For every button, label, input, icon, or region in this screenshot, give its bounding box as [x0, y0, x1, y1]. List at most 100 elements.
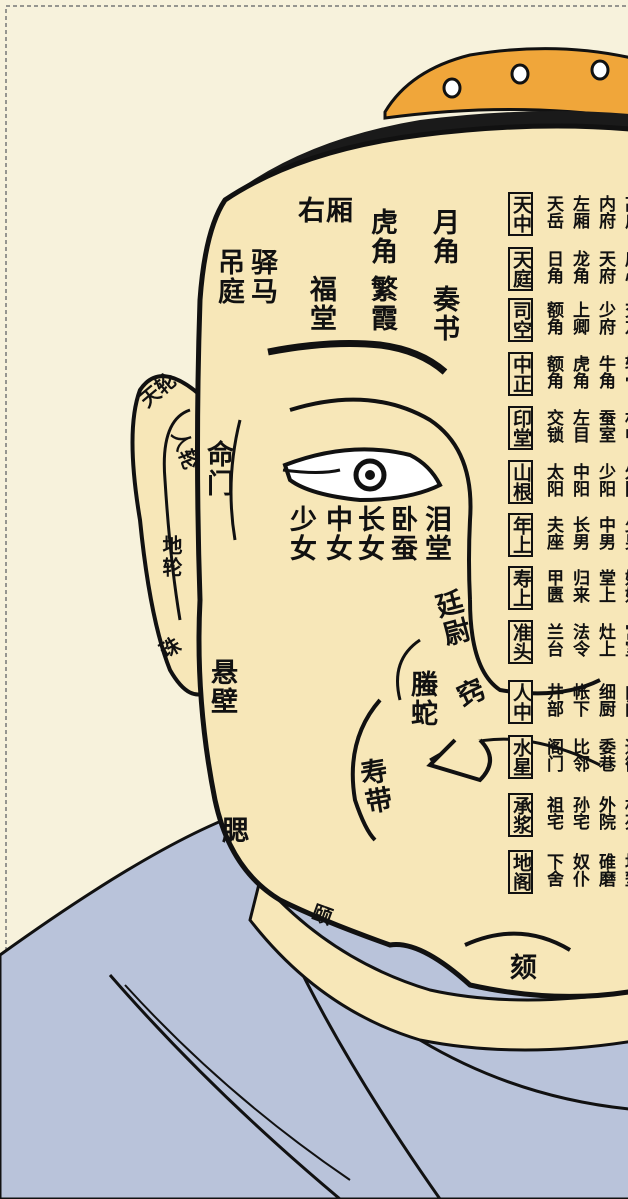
zone-subpart: 额角 [543, 355, 563, 389]
zone-subpart: 姑姊 [621, 569, 628, 603]
zone-subpart: 太阳 [543, 463, 563, 497]
zone-subpart: 少阳 [595, 463, 615, 497]
zone-subpart: 额角 [543, 301, 563, 335]
zone-box: 年上 [508, 513, 533, 557]
zone-subpart: 日角 [543, 250, 563, 284]
eye-lash [282, 468, 341, 474]
zone-box: 天庭 [508, 247, 533, 291]
zone-subpart: 下舍 [543, 853, 563, 887]
label-you-xiang: 右厢 [298, 196, 354, 227]
zone-box: 寿上 [508, 566, 533, 610]
robe-fold [108, 974, 341, 1199]
label-zou-shu: 奏书 [428, 285, 459, 343]
zone-subpart: 碓磨 [595, 853, 615, 887]
zone-subpart: 井部 [543, 683, 563, 717]
zone-box: 天中 [508, 192, 533, 236]
zone-subpart: 堂上 [595, 569, 615, 603]
zone-subpart: 夫座 [543, 516, 563, 550]
label-ming-men: 命门 [202, 440, 233, 498]
zone-subpart: 天岳 [543, 195, 563, 229]
label-fu-tang: 福堂 [305, 275, 336, 333]
zone-subpart: 委巷 [595, 738, 615, 772]
eye-pupil [365, 470, 375, 480]
label-zhang-nv: 长女 [353, 505, 384, 563]
zone-box: 司空 [508, 298, 533, 342]
label-di-lun: 地轮 [159, 535, 183, 579]
zone-subpart: 辅骨 [621, 355, 628, 389]
zone-subpart: 左厢 [569, 195, 589, 229]
zone-box: 中正 [508, 352, 533, 396]
cheek-line [229, 419, 242, 541]
zone-box: 准头 [508, 620, 533, 664]
zone-subpart: 内府 [595, 195, 615, 229]
zone-subpart: 阁门 [543, 738, 563, 772]
zone-box: 地阁 [508, 850, 533, 894]
zone-subpart: 高广 [621, 195, 628, 229]
robe-fold [124, 984, 351, 1181]
zone-subpart: 外阳 [621, 463, 628, 497]
label-teng-she: 螣蛇 [406, 670, 437, 728]
eyebrow [267, 340, 448, 375]
zone-subpart: 内阁 [621, 683, 628, 717]
label-yi-ma: 驿马 [246, 248, 277, 306]
cap-button [510, 63, 530, 85]
zone-subpart: 通衢 [621, 738, 628, 772]
zone-box: 山根 [508, 460, 533, 504]
cap-button [442, 77, 462, 99]
label-zhong-nv: 中女 [321, 505, 352, 563]
zone-subpart: 林苑 [621, 796, 628, 830]
zone-subpart: 甲匮 [543, 569, 563, 603]
zone-box: 人中 [508, 680, 533, 724]
zone-subpart: 中阳 [569, 463, 589, 497]
zone-subpart: 帐下 [569, 683, 589, 717]
zone-subpart: 龙角 [569, 250, 589, 284]
zone-subpart: 灶上 [595, 623, 615, 657]
zone-subpart: 天府 [595, 250, 615, 284]
zone-subpart: 孙宅 [569, 796, 589, 830]
zone-subpart: 细厨 [595, 683, 615, 717]
label-lei-tang: 泪堂 [420, 505, 451, 563]
label-diao-ting: 吊庭 [213, 248, 244, 306]
zone-subpart: 上卿 [569, 301, 589, 335]
zone-subpart: 法令 [569, 623, 589, 657]
zone-box: 水星 [508, 735, 533, 779]
zone-subpart: 房心 [621, 250, 628, 284]
smile-line [350, 698, 382, 842]
label-shao-nv: 少女 [285, 505, 316, 563]
zone-subpart: 兰台 [543, 623, 563, 657]
label-xuan-bi: 悬壁 [206, 658, 237, 716]
zone-subpart: 少男 [621, 516, 628, 550]
zone-subpart: 林中 [621, 409, 628, 443]
ear-inner [162, 408, 191, 621]
cap [383, 47, 628, 120]
zone-subpart: 比邻 [569, 738, 589, 772]
zone-subpart: 少府 [595, 301, 615, 335]
ear [130, 374, 212, 697]
zone-subpart: 牛角 [595, 355, 615, 389]
zone-box: 承浆 [508, 793, 533, 837]
nose-wing [426, 738, 492, 783]
nasolabial-fold [396, 638, 421, 701]
label-ke: 颏 [510, 953, 538, 984]
zone-subpart: 坑堑 [621, 853, 628, 887]
nose [468, 599, 601, 696]
label-fan-xia: 繁霞 [366, 275, 397, 333]
zone-subpart: 交锁 [543, 409, 563, 443]
brow-curve [289, 397, 473, 601]
zone-subpart: 蚕室 [595, 409, 615, 443]
label-sai: 腮 [222, 816, 250, 847]
zone-subpart: 左目 [569, 409, 589, 443]
page-border [5, 5, 628, 1194]
zone-subpart: 虎角 [569, 355, 589, 389]
zone-subpart: 外院 [595, 796, 615, 830]
zone-subpart: 归来 [569, 569, 589, 603]
robe-fold [419, 1038, 628, 1111]
label-yue-jiao: 月角 [428, 208, 459, 266]
chin [248, 876, 628, 1052]
zone-subpart: 祖宅 [543, 796, 563, 830]
zone-subpart: 长男 [569, 516, 589, 550]
label-hu-jiao: 虎角 [366, 208, 397, 266]
chin-curve [464, 931, 572, 952]
